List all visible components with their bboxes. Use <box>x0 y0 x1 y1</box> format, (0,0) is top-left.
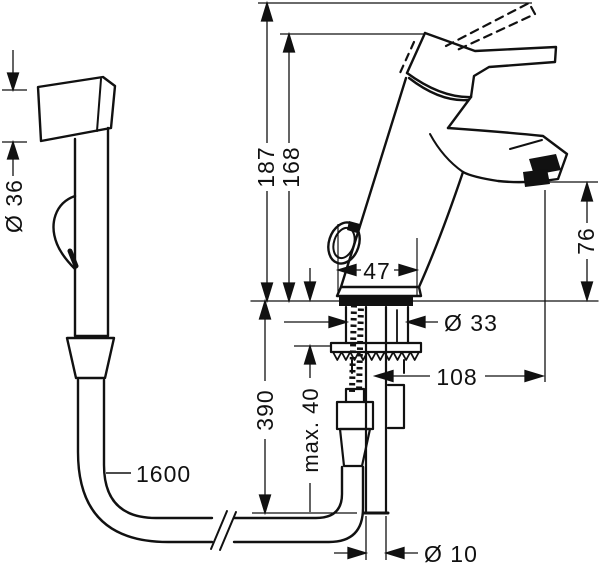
arrow-up-icon <box>258 298 272 320</box>
arrow-left-icon <box>335 263 357 277</box>
hose-connector-neck <box>344 387 366 404</box>
hose-break-mark <box>210 510 237 551</box>
arrow-up-icon <box>282 31 296 53</box>
shank-sides <box>344 305 410 345</box>
hand-spray <box>36 75 365 551</box>
handle-cap-raised-dashed <box>398 40 416 75</box>
arrow-left-icon <box>404 315 426 329</box>
arrow-left-icon <box>372 369 394 383</box>
base-foot <box>335 285 423 298</box>
supply-pipe <box>364 305 388 515</box>
spray-hose-inner <box>102 378 344 520</box>
installation <box>250 300 599 515</box>
hose-connector-nut <box>335 400 375 431</box>
aerator-block-lower <box>523 169 550 187</box>
arrow-down-icon <box>282 282 296 304</box>
spray-head <box>36 75 117 143</box>
dim-height-handle-raised: 187 <box>253 0 532 304</box>
dim-label-connection-pipe-length: 390 <box>252 389 278 430</box>
hose-connector-taper <box>338 427 372 468</box>
dim-spout-reach: 108 <box>372 190 546 390</box>
dim-height-handle-down: 168 <box>278 31 424 304</box>
spray-hook-nub <box>347 221 360 233</box>
handle-left-edge <box>405 31 427 75</box>
spray-trigger-detail <box>67 248 79 269</box>
handle-cap-bottom <box>405 71 473 102</box>
arrow-up-icon <box>580 180 594 202</box>
spray-trigger <box>52 194 77 271</box>
arrow-down-icon <box>258 494 272 516</box>
arrow-up-icon <box>6 139 20 160</box>
dim-outlet-height: 76 <box>545 180 599 303</box>
dim-label-outlet-height: 76 <box>573 227 599 255</box>
flange-serration <box>332 351 420 361</box>
spout-tip-inner-line <box>509 139 543 150</box>
spray-hose-outer <box>76 378 365 544</box>
hose-cone-connector <box>65 336 116 380</box>
arrow-up-icon <box>303 343 317 365</box>
dim-label-max-mounting-thickness: max. 40 <box>298 387 323 472</box>
dim-hose-length: 1600 <box>106 461 191 487</box>
dim-label-height-handle-down: 168 <box>278 146 304 187</box>
arrow-down-icon <box>580 281 594 303</box>
spray-grip <box>73 126 110 338</box>
arrow-right-icon <box>328 315 350 329</box>
spout <box>446 126 569 184</box>
dim-label-base-diameter: 47 <box>363 258 391 284</box>
spout-throat-line <box>429 133 464 173</box>
arrow-up-icon <box>260 0 274 22</box>
dim-tap-hole-diameter: Ø 33 <box>284 310 498 336</box>
arrow-down-icon <box>6 72 20 93</box>
dim-max-mounting-thickness: max. 40 <box>294 268 332 512</box>
body-left-edge <box>339 76 408 289</box>
dim-label-tap-hole-diameter: Ø 33 <box>444 310 498 336</box>
mounting-flange <box>329 341 423 354</box>
body-right-edge <box>417 95 473 289</box>
flex-hose-chain <box>349 304 357 393</box>
aerator-block-upper <box>529 154 561 175</box>
dim-label-spout-reach: 108 <box>436 364 477 390</box>
faucet <box>327 1 569 306</box>
dim-spray-head-diameter: Ø 36 <box>1 50 27 233</box>
dim-connection-pipe-length: 390 <box>252 298 357 516</box>
dim-base-diameter: 47 <box>335 224 420 296</box>
handle-raised-dashed <box>444 1 537 53</box>
dim-label-height-handle-raised: 187 <box>253 146 279 187</box>
spray-head-inner-edge <box>96 78 102 132</box>
dim-label-connection-pipe-diameter: Ø 10 <box>424 541 478 566</box>
dim-label-spray-head-diameter: Ø 36 <box>1 179 27 233</box>
handle-lever <box>423 31 558 99</box>
arrow-left-icon <box>383 546 405 560</box>
flex-hose-chain-2 <box>356 304 364 393</box>
arrow-right-icon <box>347 546 369 560</box>
arrow-down-icon <box>260 282 274 304</box>
arrow-right-icon <box>524 369 546 383</box>
dim-label-hose-length: 1600 <box>136 461 191 487</box>
pipe-clip <box>386 383 406 430</box>
dim-connection-pipe-diameter: Ø 10 <box>334 516 478 566</box>
arrow-down-icon <box>303 281 317 303</box>
arrow-right-icon <box>398 263 420 277</box>
